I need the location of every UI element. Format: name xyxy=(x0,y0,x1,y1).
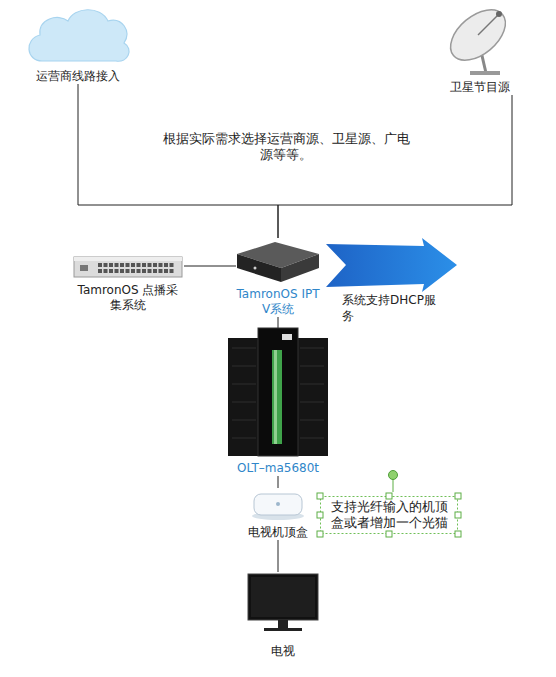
rotate-stem xyxy=(393,478,394,492)
olt-rack: OLT–ma5680t xyxy=(222,328,334,476)
node-label: 支持光纤输入的机顶盒或者增加一个光猫 xyxy=(328,499,450,531)
dhcp-arrow xyxy=(326,238,457,292)
resize-handle xyxy=(455,512,461,518)
set-top-box: 电视机顶盒 xyxy=(246,488,310,540)
note-box: 支持光纤输入的机顶盒或者增加一个光猫 xyxy=(320,496,458,534)
cloud-icon xyxy=(22,3,134,67)
node-label: TamronOS 点播采集系统 xyxy=(72,283,184,313)
olt-drawing xyxy=(228,328,328,456)
satellite-dish: 卫星节目源 xyxy=(440,3,520,95)
rack1u-drawing xyxy=(74,257,182,277)
connector-line xyxy=(278,476,279,488)
dish-drawing xyxy=(441,0,514,75)
dashed-outline xyxy=(321,497,458,534)
television: 电视 xyxy=(240,572,326,659)
source-cloud: 运营商线路接入 xyxy=(22,3,134,84)
connector-line xyxy=(278,317,279,328)
node-label: 卫星节目源 xyxy=(440,80,520,95)
rotate-handle xyxy=(389,471,398,480)
cloud-drawing xyxy=(29,10,129,61)
iptv-server: TamronOS IPTV系统 xyxy=(233,238,323,317)
resize-handle xyxy=(455,493,461,499)
node-label: 电视机顶盒 xyxy=(246,525,310,540)
node-label: 电视 xyxy=(240,644,326,659)
resize-handle xyxy=(317,493,323,499)
resize-handle xyxy=(317,531,323,537)
resize-handle xyxy=(455,531,461,537)
box-icon xyxy=(233,238,323,284)
node-label: TamronOS IPTV系统 xyxy=(233,287,323,317)
connector-line xyxy=(278,540,279,572)
rack1u-icon xyxy=(72,252,184,280)
olt-icon xyxy=(222,328,334,458)
source-note: 根据实际需求选择运营商源、卫星源、广电源等等。 xyxy=(160,131,412,163)
connector-line xyxy=(184,266,236,267)
dhcp-label: 系统支持DHCP服务 xyxy=(342,292,442,324)
resize-handle xyxy=(386,531,392,537)
node-label: 运营商线路接入 xyxy=(22,69,134,84)
stb-drawing xyxy=(252,494,304,520)
capture-server: TamronOS 点播采集系统 xyxy=(72,252,184,313)
connector-line xyxy=(78,84,278,238)
tv-icon xyxy=(240,572,326,634)
node-label: OLT–ma5680t xyxy=(222,461,334,476)
stb-icon xyxy=(246,488,310,522)
tv-drawing xyxy=(248,574,318,631)
connector-line xyxy=(278,95,512,238)
resize-handle xyxy=(317,512,323,518)
dish-icon xyxy=(440,3,520,77)
resize-handle xyxy=(386,493,392,499)
box-drawing xyxy=(237,242,319,282)
